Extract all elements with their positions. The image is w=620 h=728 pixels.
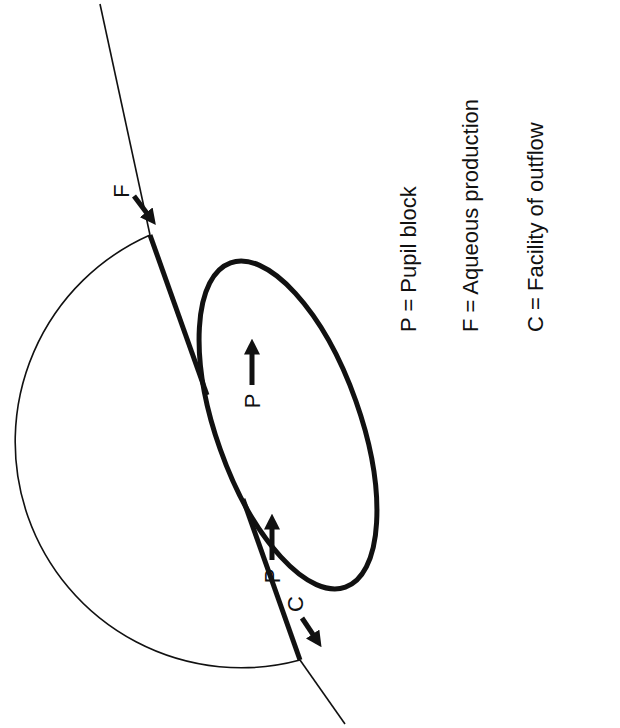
pupil-block-arrow [250,345,255,385]
arrow-letter: P [260,568,285,583]
key-text-holder: P = Pupil block [396,186,422,332]
production-arrow [134,196,152,220]
arrow-letter: C [283,596,308,612]
arrow-letter-holder: P [240,393,266,408]
arrow-letter-holder: C [283,596,309,612]
sclera-line [300,660,345,724]
iris-line [243,499,300,660]
key-text-holder: C = Facility of outflow [523,122,549,332]
lens-ellipse [163,239,414,611]
arrow-letter-holder: F [109,184,135,197]
pupil-block-arrow [270,520,275,560]
key-text: P = Pupil block [396,186,421,332]
arrow-letter-holder: P [260,568,286,583]
key-text-holder: F = Aqueous production [458,99,484,332]
arrow-letter: P [240,393,265,408]
iris-line [150,235,207,395]
outflow-arrow [302,618,318,642]
key-text: F = Aqueous production [458,99,483,332]
key-text: C = Facility of outflow [523,122,548,332]
arrow-letter: F [109,184,134,197]
sclera-line [100,4,150,235]
